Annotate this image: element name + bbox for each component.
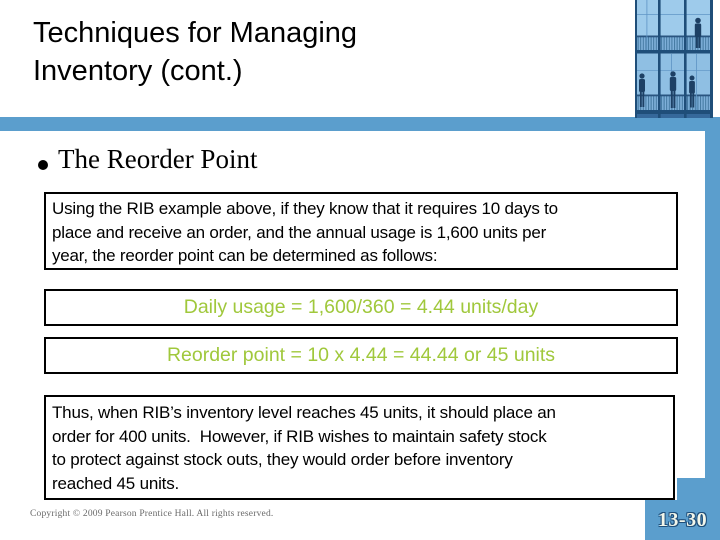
reorder-point-formula-box: Reorder point = 10 x 4.44 = 44.44 or 45 … [44, 337, 678, 374]
daily-usage-formula-box: Daily usage = 1,600/360 = 4.44 units/day [44, 289, 678, 326]
building-atrium-photo [635, 0, 713, 118]
people-silhouettes [639, 17, 702, 108]
page-number: 13-30 [657, 508, 708, 531]
bullet-label: The Reorder Point [58, 144, 258, 174]
copyright-text: Copyright © 2009 Pearson Prentice Hall. … [30, 509, 274, 519]
page-number-block: 13-30 [645, 500, 720, 540]
bullet-icon [38, 160, 48, 170]
intro-textbox: Using the RIB example above, if they kno… [44, 192, 678, 270]
accent-right-strip [705, 117, 720, 540]
conclusion-textbox: Thus, when RIB’s inventory level reaches… [44, 395, 675, 500]
slide-title: Techniques for Managing Inventory (cont.… [33, 17, 358, 87]
accent-top-bar [0, 117, 720, 131]
